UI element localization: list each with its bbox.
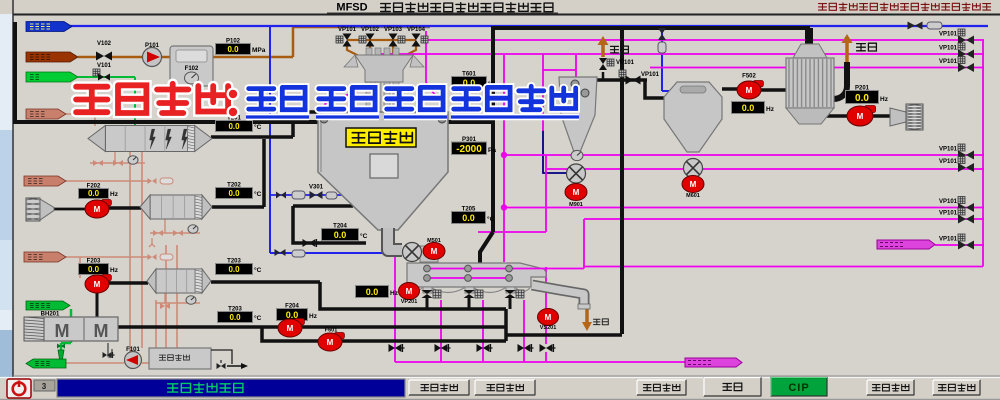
svg-text:T203: T203 xyxy=(228,307,242,313)
svg-text:M: M xyxy=(746,86,753,95)
svg-text:V102: V102 xyxy=(97,41,112,47)
svg-text:VP104: VP104 xyxy=(407,27,426,33)
svg-text:Hz: Hz xyxy=(309,313,318,320)
svg-text:VP101: VP101 xyxy=(939,211,958,217)
svg-text:M: M xyxy=(94,321,109,341)
svg-text:VP101: VP101 xyxy=(939,32,958,38)
svg-text:CIP: CIP xyxy=(788,382,809,394)
svg-text:M: M xyxy=(431,247,438,256)
svg-text:°C: °C xyxy=(254,190,262,198)
svg-text:Hz: Hz xyxy=(110,267,119,274)
svg-text:0.0: 0.0 xyxy=(229,313,241,322)
svg-text:VP101: VP101 xyxy=(939,159,958,165)
svg-text:T601: T601 xyxy=(462,72,476,78)
svg-text:°C: °C xyxy=(254,266,262,274)
svg-text:M: M xyxy=(690,180,697,189)
svg-text:0.0: 0.0 xyxy=(462,213,475,223)
svg-text:VP101: VP101 xyxy=(939,199,958,205)
svg-text:0.0: 0.0 xyxy=(228,189,240,198)
svg-text:F502: F502 xyxy=(742,74,756,80)
svg-text:VS201: VS201 xyxy=(540,325,557,331)
svg-text:T201: T201 xyxy=(227,116,241,122)
svg-text:°C: °C xyxy=(254,123,262,131)
svg-text:Hz: Hz xyxy=(390,290,399,297)
svg-text:Hz: Hz xyxy=(766,106,775,113)
svg-text:F204: F204 xyxy=(285,304,299,310)
svg-text:P201: P201 xyxy=(855,86,870,92)
svg-text:T204: T204 xyxy=(333,224,347,230)
svg-text:P101: P101 xyxy=(145,43,160,49)
svg-text:M: M xyxy=(94,280,101,289)
svg-text:V101: V101 xyxy=(97,63,112,69)
svg-text:M: M xyxy=(94,205,101,214)
svg-text:T205: T205 xyxy=(462,207,476,213)
svg-text:VP101: VP101 xyxy=(338,27,357,33)
svg-text:M501: M501 xyxy=(427,238,441,244)
svg-text:Hz: Hz xyxy=(880,96,889,103)
svg-text:-2000: -2000 xyxy=(456,144,482,155)
svg-text:VP101: VP101 xyxy=(641,72,660,78)
svg-text:0.0: 0.0 xyxy=(228,265,240,274)
svg-text:Hz: Hz xyxy=(110,191,119,198)
svg-text:0.0: 0.0 xyxy=(742,103,755,113)
svg-text:°C: °C xyxy=(487,215,495,223)
svg-text:3: 3 xyxy=(42,382,47,391)
svg-text:T202: T202 xyxy=(227,183,241,189)
svg-text:M: M xyxy=(327,338,334,347)
svg-text:VP101: VP101 xyxy=(616,60,635,66)
svg-text:BH201: BH201 xyxy=(41,312,60,318)
svg-text:T203: T203 xyxy=(227,259,241,265)
svg-text:MFSD: MFSD xyxy=(336,2,367,14)
svg-text:F101: F101 xyxy=(126,347,140,353)
svg-text:M901: M901 xyxy=(569,202,583,208)
svg-text:VP102: VP102 xyxy=(361,27,380,33)
svg-text:MPa: MPa xyxy=(252,47,266,54)
svg-text:M: M xyxy=(55,321,70,341)
svg-text:°C: °C xyxy=(254,314,262,322)
svg-text:0.0: 0.0 xyxy=(227,45,239,54)
svg-text:VP101: VP101 xyxy=(939,147,958,153)
svg-text:F601: F601 xyxy=(325,328,338,334)
svg-text:M: M xyxy=(406,287,413,296)
svg-text:P102: P102 xyxy=(226,39,241,45)
svg-text:F203: F203 xyxy=(87,259,101,265)
svg-text:°C: °C xyxy=(360,232,368,240)
svg-text:M601: M601 xyxy=(686,193,700,199)
svg-text:M: M xyxy=(857,112,864,121)
svg-text:F102: F102 xyxy=(185,66,199,72)
svg-text:M: M xyxy=(545,313,552,322)
svg-text:0.0: 0.0 xyxy=(366,287,379,297)
svg-text:M: M xyxy=(573,188,580,197)
svg-text:0.0: 0.0 xyxy=(286,310,299,320)
svg-text:Pa: Pa xyxy=(488,147,496,154)
svg-text:VP201: VP201 xyxy=(401,299,418,305)
svg-text:M: M xyxy=(287,324,294,333)
svg-text:0.0: 0.0 xyxy=(334,230,347,240)
svg-text:0.0: 0.0 xyxy=(228,122,240,131)
svg-text:VP101: VP101 xyxy=(939,59,958,65)
svg-text:0.0: 0.0 xyxy=(88,265,100,274)
svg-text:0.0: 0.0 xyxy=(463,78,476,88)
svg-text:0.0: 0.0 xyxy=(88,189,100,198)
svg-text:F202: F202 xyxy=(87,184,101,190)
svg-text:V301: V301 xyxy=(309,185,324,191)
svg-text:P301: P301 xyxy=(462,137,477,143)
svg-text:VP101: VP101 xyxy=(939,237,958,243)
svg-text:VP103: VP103 xyxy=(384,27,403,33)
svg-text:VP101: VP101 xyxy=(939,46,958,52)
svg-text:0.0: 0.0 xyxy=(855,93,869,104)
